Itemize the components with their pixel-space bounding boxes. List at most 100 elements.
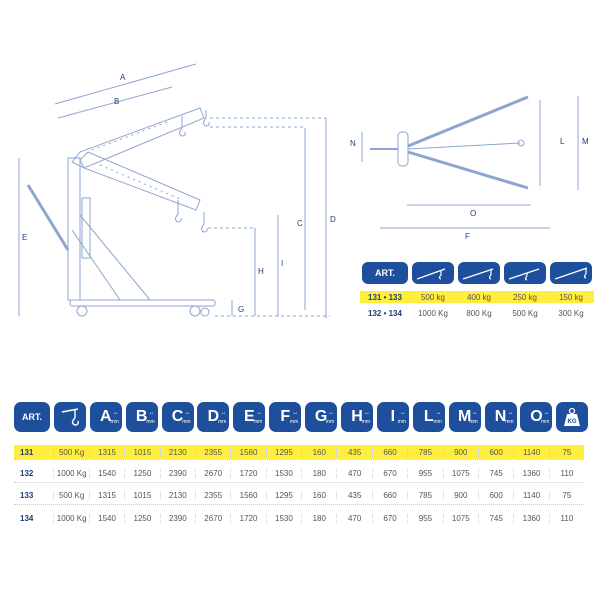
crane-hook-position-3-icon [504,262,546,284]
crane-boom-raised [71,107,205,169]
table-cell: 1315 [88,447,124,457]
table-cell: 1295 [265,490,301,500]
unit-label: mm [254,419,263,425]
table-cell: 160 [301,447,336,457]
table-cell: 785 [407,447,442,457]
table-cell: 900 [442,490,478,500]
dim-header-letter: H [351,408,363,425]
unit-label: mm [541,419,550,425]
double-arrow-icon: ↔ [148,410,155,416]
crane-wheel [189,305,201,317]
double-arrow-icon: ↔ [543,410,550,416]
dim-header-letter: F [280,408,291,425]
crane-wheel [76,305,88,317]
load-table-row: 132 • 134 1000 Kg 800 Kg 500 Kg 300 Kg [360,307,594,319]
crane-top-view-leg-upper [407,95,529,148]
table-cell: 1250 [124,513,159,523]
row-divider [14,482,584,483]
table-cell: 1140 [513,490,548,500]
table-cell: 1530 [265,468,301,478]
dim-header-l: L↔mm [412,402,445,432]
table-cell: 1560 [230,490,265,500]
unit-label: mm [433,419,442,425]
table-cell: 1295 [265,447,301,457]
table-cell: 1360 [513,513,548,523]
dim-header-f: F↔mm [269,402,302,432]
table-cell: 435 [336,490,371,500]
crane-hook-position-2-icon [458,262,500,284]
dim-label-c: C [297,219,303,228]
table-cell: 2355 [194,447,230,457]
table-cell: 670 [371,513,407,523]
unit-label: mm [110,419,119,425]
pump-handle [26,184,70,251]
load-table-cell: 500 Kg [512,308,538,318]
table-cell: 1140 [513,447,548,457]
boom-holes [91,120,171,151]
double-arrow-icon: ↔ [184,410,191,416]
unit-label: mm [469,419,478,425]
table-cell: 900 [442,447,478,457]
table-row: 132 1000 Kg 1540 1250 2390 2670 1720 153… [14,466,584,480]
table-row: 133 500 Kg 1315 1015 2130 2355 1560 1295… [14,488,584,502]
load-table-art: 132 • 134 [368,308,402,318]
table-cell: 600 [477,490,513,500]
table-cell: 1720 [230,513,265,523]
double-arrow-icon: ↔ [471,410,478,416]
dim-header-g: G↔mm [305,402,338,432]
double-arrow-icon: ↔ [256,410,263,416]
double-arrow-icon: ↔ [399,410,406,416]
hook-icon [179,127,186,137]
dim-header-m: M↔mm [448,402,481,432]
table-cell: 435 [336,447,371,457]
dim-header-c: C↔mm [161,402,194,432]
hydraulic-cylinder [81,197,91,259]
dim-header-letter: N [494,408,507,425]
table-cell: 2390 [159,513,195,523]
unit-label: mm [182,419,191,425]
table-cell: 470 [336,468,371,478]
crane-top-view-boom [407,142,521,150]
dim-header-n: N↔mm [484,402,517,432]
table-cell: 2670 [194,468,230,478]
table-cell: 1015 [124,490,159,500]
dim-header-letter: O [530,408,543,425]
double-arrow-icon: ↔ [220,410,227,416]
unit-label: mm [146,419,155,425]
row-divider [14,504,584,505]
load-table-art-header: ART. [362,262,408,284]
load-table-header: ART. [362,262,596,284]
row-divider [14,459,584,460]
table-cell: 1000 Kg [53,468,88,478]
crane-hook-position-4-icon [550,262,592,284]
dim-header-letter: G [314,408,328,425]
crane-boom-lowered [79,151,201,211]
table-cell: 745 [477,468,513,478]
table-cell: 2130 [159,447,195,457]
dim-header-letter: D [207,408,220,425]
unit-label: mm [397,419,406,425]
table-cell: 500 Kg [53,447,88,457]
table-cell: 785 [407,490,442,500]
crane-wheel [200,307,210,317]
table-cell: 2670 [194,513,230,523]
double-arrow-icon: ↔ [292,410,299,416]
dim-header-d: D↔mm [197,402,230,432]
dim-label-g: G [238,305,244,314]
table-cell: 955 [407,468,442,478]
crane-mast [67,157,81,301]
weight-header: KG [556,402,589,432]
dimension-table-header: ART. A↔mm B↔mm C↔mm D↔mm E↔mm F↔mm G↔mm … [14,402,592,432]
table-cell: 110 [548,513,584,523]
dim-label-b: B [114,97,119,106]
dim-header-a: A↔mm [89,402,122,432]
table-cell: 75 [548,447,584,457]
dim-label-d: D [330,215,336,224]
double-arrow-icon: ↔ [328,410,335,416]
dim-header-o: O↔ mm [520,402,553,432]
table-row: 131 500 Kg 1315 1015 2130 2355 1560 1295… [14,445,584,459]
table-cell: 670 [371,468,407,478]
table-row-art: 132 [20,468,34,478]
table-cell: 1540 [88,468,124,478]
